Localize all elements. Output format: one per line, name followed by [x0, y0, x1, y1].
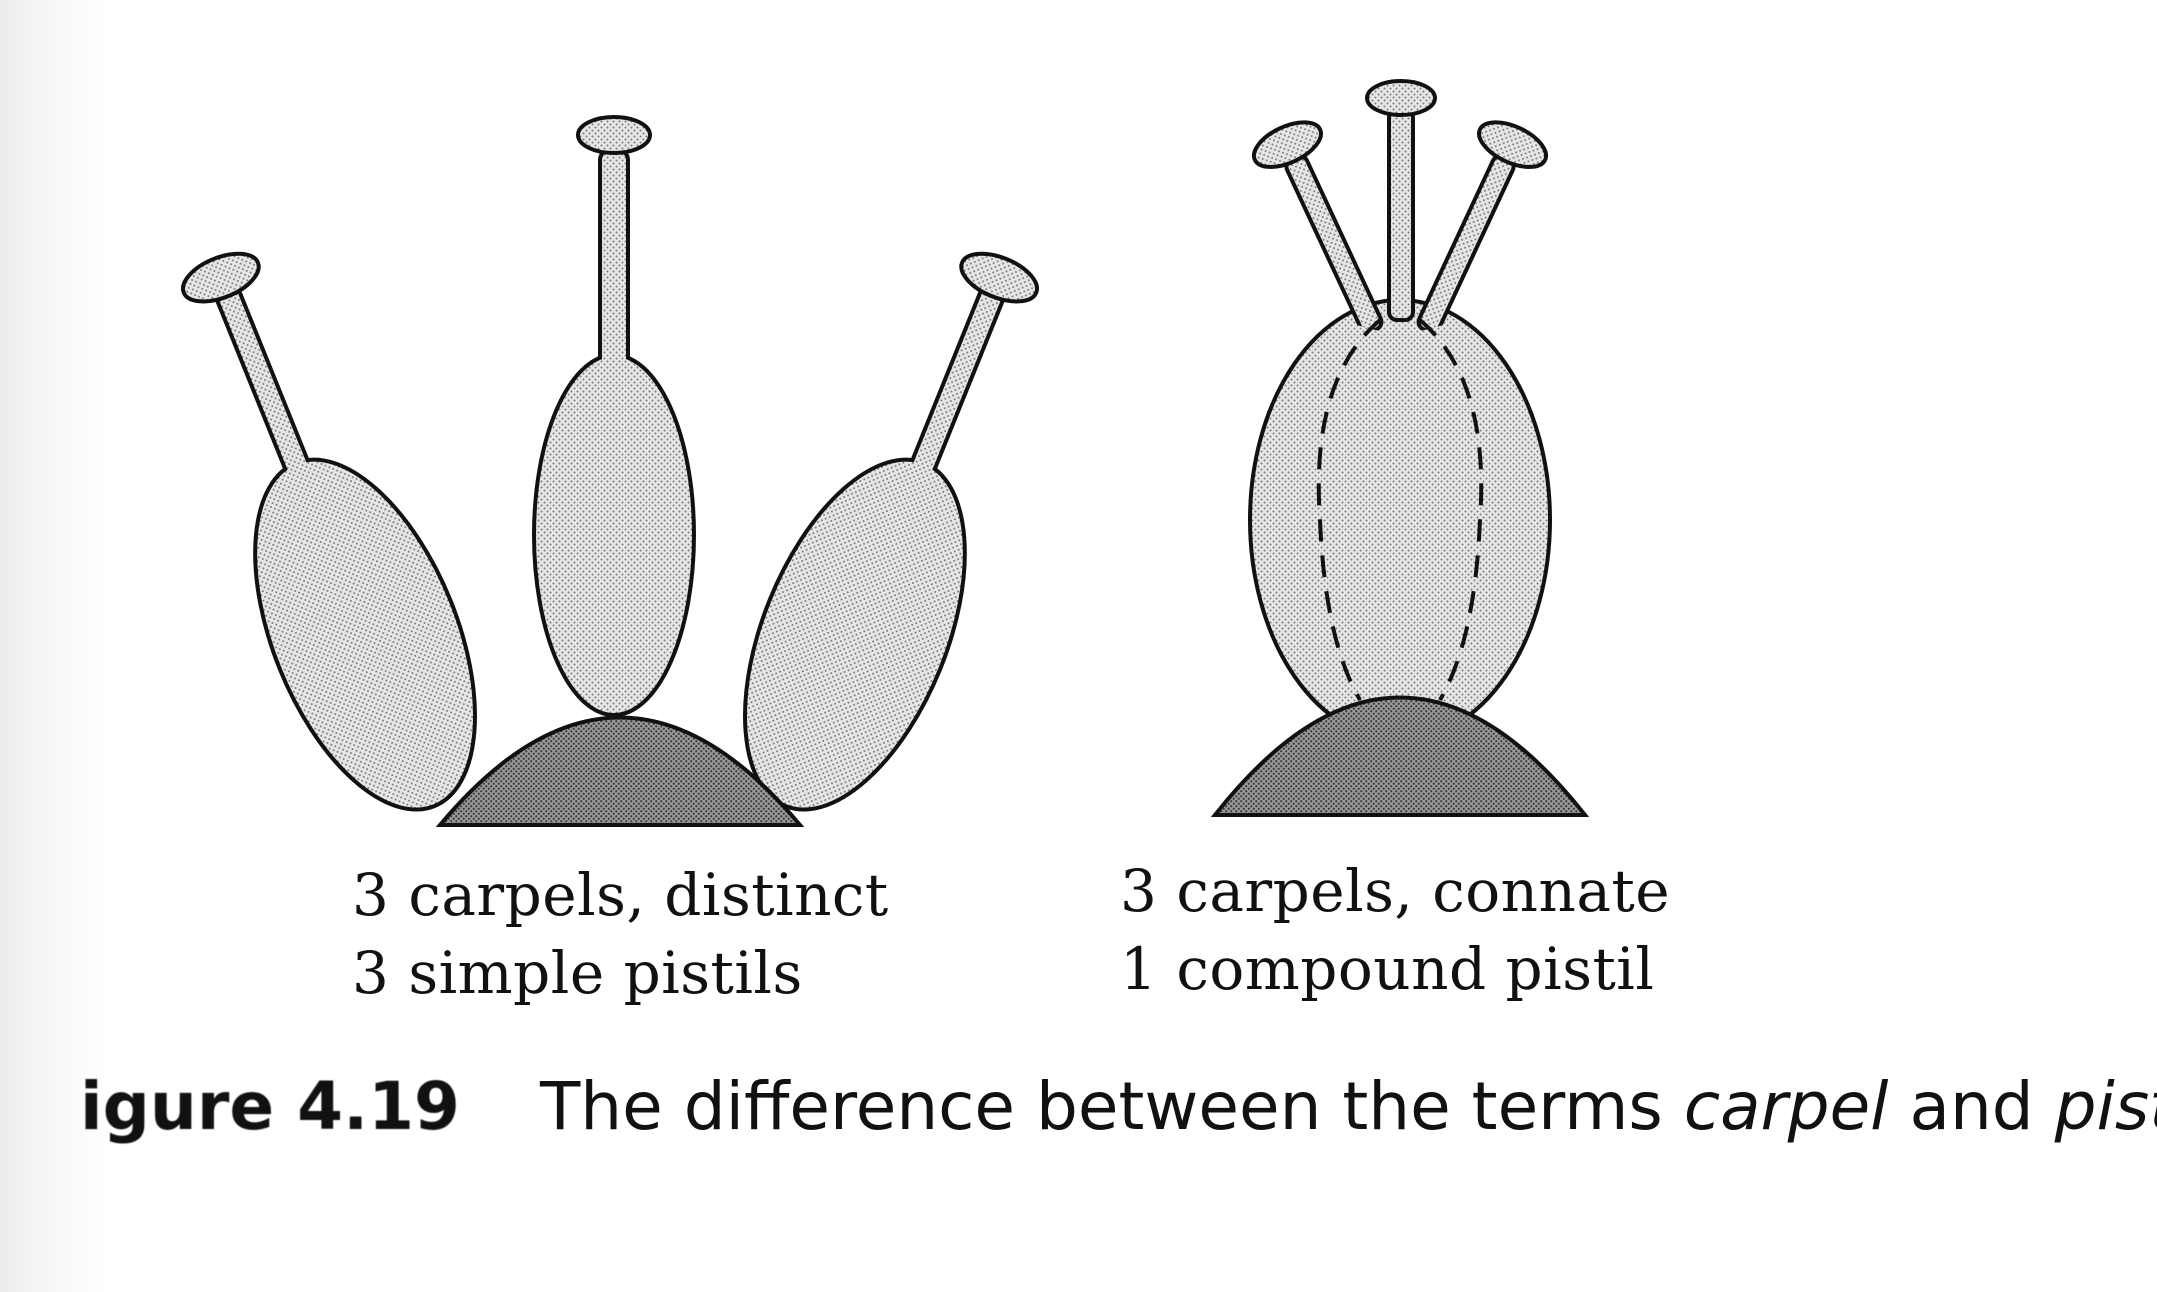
left-label-line1: 3 carpels, distinct	[352, 861, 889, 929]
right-stigma-left	[1251, 120, 1323, 169]
left-carpel-2-stigma	[576, 115, 652, 155]
right-label: 3 carpels, connate 1 compound pistil	[1120, 852, 1670, 1008]
left-label: 3 carpels, distinct 3 simple pistils	[352, 856, 889, 1012]
caption-text-before: The difference between the terms	[539, 1068, 1684, 1145]
right-stigma-middle	[1365, 79, 1437, 117]
caption-term-carpel: carpel	[1683, 1068, 1889, 1145]
right-style-middle	[1365, 79, 1437, 322]
right-compound-ovary	[1248, 298, 1552, 742]
right-receptacle	[1210, 695, 1590, 817]
right-style-right	[1416, 120, 1549, 335]
figure-caption: igure 4.19 The difference between the ter…	[80, 1068, 2157, 1145]
right-carpel-boundary-right	[1418, 318, 1484, 702]
right-label-line1: 3 carpels, connate	[1120, 857, 1671, 925]
right-carpel-boundary-left	[1316, 318, 1382, 702]
left-carpel-2-ovary	[532, 353, 696, 717]
right-style-left	[1251, 120, 1384, 335]
left-carpel-1-stigma	[181, 251, 261, 304]
figure-number: igure 4.19	[80, 1068, 460, 1145]
page-edge-shadow	[0, 0, 110, 1292]
caption-text-middle: and	[1888, 1068, 2055, 1145]
left-carpel-2	[532, 115, 696, 717]
left-carpel-1	[181, 251, 477, 812]
left-carpel-3-stigma	[959, 251, 1039, 304]
right-stigma-right	[1477, 120, 1549, 169]
right-diagram	[1210, 79, 1590, 817]
left-receptacle	[435, 715, 805, 827]
left-diagram	[181, 115, 1039, 827]
left-carpel-3	[743, 251, 1039, 812]
left-label-line2: 3 simple pistils	[352, 939, 803, 1007]
right-label-line2: 1 compound pistil	[1120, 935, 1655, 1003]
left-carpel-1-ovary	[253, 457, 477, 812]
caption-term-pistil: pistil	[2054, 1068, 2157, 1145]
